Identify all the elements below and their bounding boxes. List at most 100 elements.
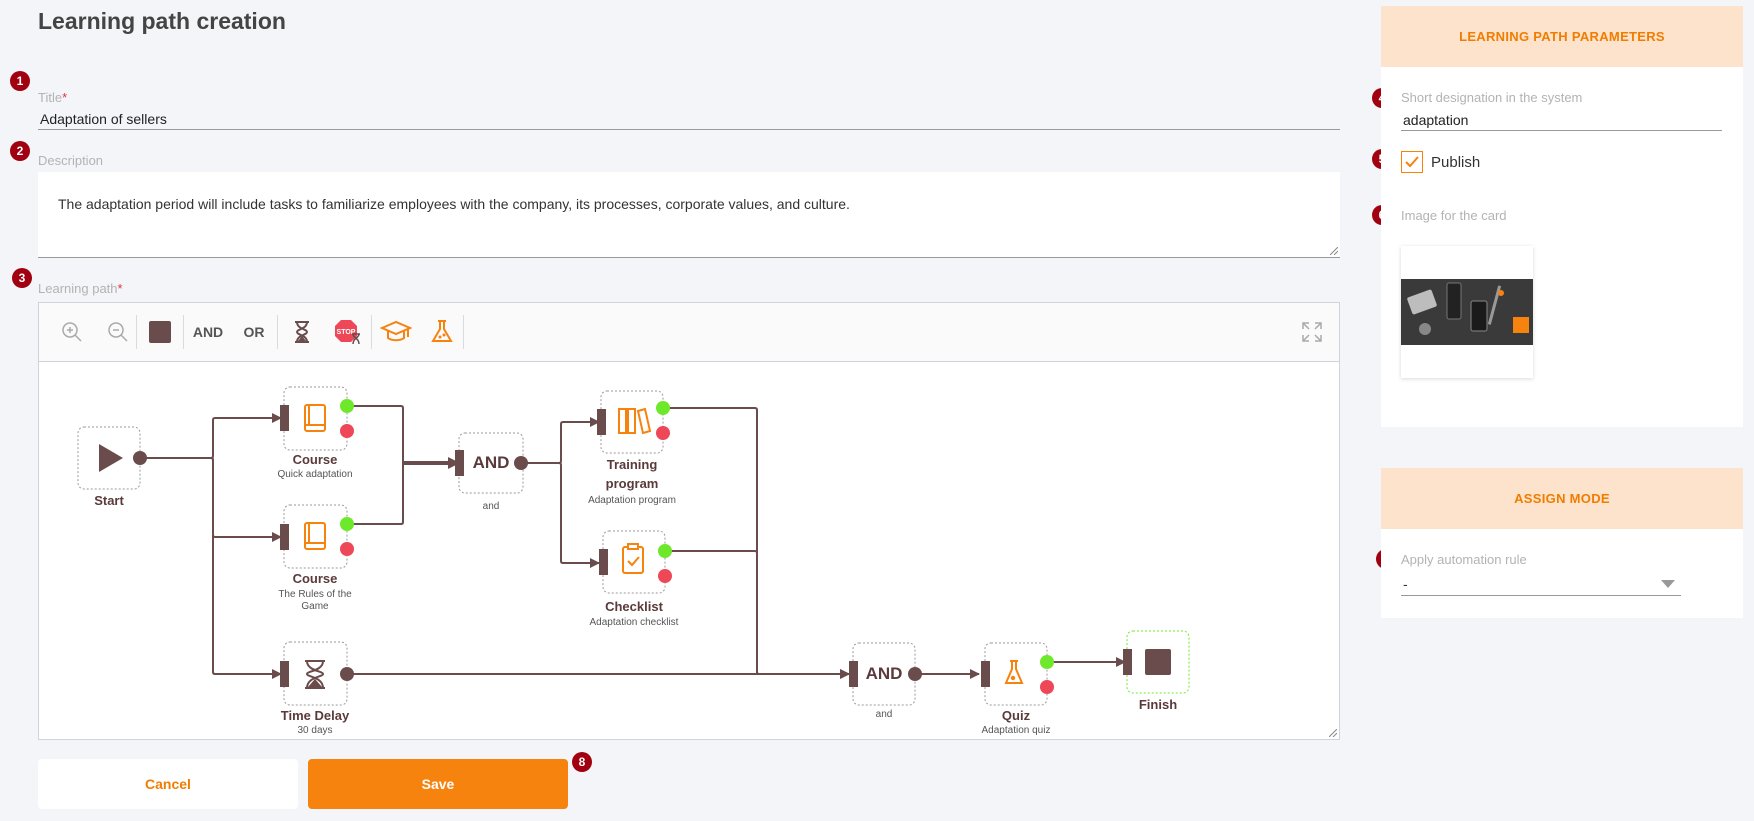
success-connector[interactable]: [1040, 655, 1054, 669]
parameters-header: LEARNING PATH PARAMETERS: [1381, 6, 1743, 67]
input-connector[interactable]: [280, 405, 289, 431]
node-and-2[interactable]: [849, 642, 922, 706]
node-training-subtitle: Adaptation program: [588, 495, 676, 506]
save-button[interactable]: Save: [308, 759, 568, 809]
flask-icon: [1004, 660, 1024, 684]
connections: [140, 405, 1126, 679]
success-connector[interactable]: [340, 517, 354, 531]
add-or-button[interactable]: OR: [243, 324, 265, 340]
required-mark: *: [62, 90, 68, 105]
stop-sign-icon: STOP: [335, 320, 360, 345]
step-marker-2: 2: [10, 141, 30, 161]
toolbar-divider: [277, 315, 278, 349]
parameters-panel: LEARNING PATH PARAMETERS Short designati…: [1381, 6, 1743, 427]
path-canvas[interactable]: Start Course Quick adaptation Course The…: [39, 361, 1339, 739]
step-marker-1: 1: [10, 71, 30, 91]
card-image-thumbnail: [1401, 279, 1533, 345]
node-checklist-title: Checklist: [605, 599, 663, 614]
input-connector[interactable]: [280, 524, 289, 550]
output-connector[interactable]: [514, 456, 528, 470]
add-quiz-button[interactable]: [419, 303, 465, 361]
input-connector[interactable]: [1123, 649, 1132, 675]
description-text: The adaptation period will include tasks…: [58, 196, 850, 212]
node-course2-title: Course: [292, 571, 338, 586]
zoom-in-icon: [62, 322, 82, 342]
output-connector[interactable]: [908, 667, 922, 681]
assign-mode-header: ASSIGN MODE: [1381, 468, 1743, 529]
output-connector[interactable]: [340, 667, 354, 681]
title-input[interactable]: [38, 108, 1340, 130]
node-quiz[interactable]: [981, 642, 1054, 706]
add-stop-button[interactable]: STOP: [325, 303, 371, 361]
node-checklist[interactable]: [599, 530, 672, 594]
output-connector[interactable]: [133, 451, 147, 465]
assign-mode-panel: ASSIGN MODE Apply automation rule -: [1381, 468, 1743, 618]
zoom-in-button[interactable]: [49, 303, 95, 361]
node-start-title: Start: [94, 493, 124, 508]
add-and-button[interactable]: AND: [192, 324, 224, 340]
input-connector[interactable]: [597, 409, 606, 435]
node-quiz-title: Quiz: [1001, 708, 1031, 723]
node-course-rules-of-the-game[interactable]: [280, 504, 354, 569]
step-marker-8: 8: [572, 752, 592, 772]
node-time-delay-subtitle: 30 days: [297, 725, 333, 736]
add-course-button[interactable]: [373, 303, 419, 361]
node-finish-title: Finish: [1138, 697, 1178, 712]
description-label: Description: [38, 153, 104, 168]
learning-path-label: Learning path*: [38, 281, 123, 296]
node-time-delay[interactable]: [280, 641, 354, 706]
learning-path-editor[interactable]: AND OR STOP: [38, 302, 1340, 740]
fail-connector[interactable]: [340, 542, 354, 556]
fail-connector[interactable]: [340, 424, 354, 438]
resize-handle-icon[interactable]: [1329, 729, 1337, 737]
add-time-delay-button[interactable]: [279, 303, 325, 361]
node-checklist-subtitle: Adaptation checklist: [589, 617, 679, 628]
card-image-upload[interactable]: [1401, 246, 1533, 378]
editor-toolbar: AND OR STOP: [39, 303, 1339, 362]
input-connector[interactable]: [981, 661, 990, 687]
description-textarea[interactable]: The adaptation period will include tasks…: [38, 172, 1340, 258]
chevron-down-icon: [1661, 580, 1675, 588]
cancel-button[interactable]: Cancel: [38, 759, 298, 809]
publish-label: Publish: [1431, 154, 1481, 171]
automation-rule-select[interactable]: -: [1401, 572, 1681, 596]
input-connector[interactable]: [849, 661, 858, 687]
input-connector[interactable]: [280, 661, 289, 687]
add-finish-button[interactable]: [137, 303, 183, 361]
input-connector[interactable]: [599, 549, 608, 575]
node-and1-label: AND: [472, 453, 510, 472]
path-diagram: [77, 386, 1190, 706]
success-connector[interactable]: [340, 399, 354, 413]
node-finish[interactable]: [1123, 630, 1190, 694]
automation-rule-label: Apply automation rule: [1401, 552, 1527, 567]
fail-connector[interactable]: [1040, 680, 1054, 694]
resize-handle-icon[interactable]: [1330, 247, 1338, 255]
step-marker-3: 3: [12, 268, 32, 288]
toolbar-divider: [136, 315, 137, 349]
page-title: Learning path creation: [38, 8, 286, 34]
fullscreen-button[interactable]: [1289, 303, 1335, 361]
book-icon: [304, 522, 326, 550]
fail-connector[interactable]: [656, 426, 670, 440]
toolbar-divider: [463, 315, 464, 349]
success-connector[interactable]: [658, 544, 672, 558]
hourglass-icon: [305, 660, 325, 689]
success-connector[interactable]: [656, 401, 670, 415]
node-and-1[interactable]: [455, 432, 528, 494]
node-course-quick-adaptation[interactable]: [280, 386, 354, 451]
hourglass-icon: [295, 321, 309, 343]
fail-connector[interactable]: [658, 569, 672, 583]
input-connector[interactable]: [455, 450, 464, 476]
publish-checkbox[interactable]: [1401, 151, 1423, 173]
node-and2-subtitle: and: [875, 709, 893, 720]
node-start[interactable]: [77, 426, 147, 490]
required-mark: *: [117, 281, 123, 296]
books-icon: [618, 407, 652, 435]
learning-path-label-text: Learning path: [38, 281, 118, 296]
zoom-out-button[interactable]: [95, 303, 141, 361]
book-icon: [304, 404, 326, 432]
node-training-title-line2: program: [605, 476, 659, 491]
automation-rule-value: -: [1403, 576, 1408, 592]
short-designation-input[interactable]: [1401, 109, 1722, 131]
node-training-program[interactable]: [597, 390, 670, 454]
